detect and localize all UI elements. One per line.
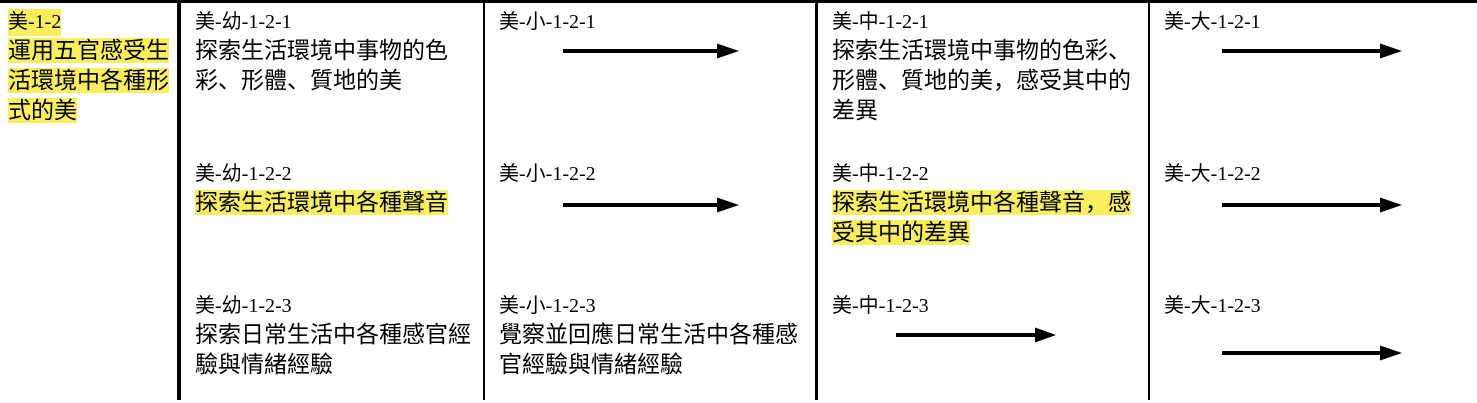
- cell-r1c4: 美-中-1-2-1 探索生活環境中事物的色彩、形體、質地的美，感受其中的差異: [818, 3, 1148, 155]
- cell-code-r2c2: 美-幼-1-2-2: [195, 163, 292, 185]
- column-preschool: 美-幼-1-2-1 探索生活環境中事物的色彩、形體、質地的美 美-幼-1-2-2…: [181, 3, 485, 400]
- cell-code-r2c5: 美-大-1-2-2: [1164, 163, 1261, 185]
- right-arrow-icon: [563, 197, 739, 213]
- cell-r2c4: 美-中-1-2-2 探索生活環境中各種聲音，感受其中的差異: [818, 155, 1148, 287]
- cell-r1c2: 美-幼-1-2-1 探索生活環境中事物的色彩、形體、質地的美: [181, 3, 483, 155]
- cell-code-r3c5: 美-大-1-2-3: [1164, 295, 1261, 317]
- cell-code-r3c2: 美-幼-1-2-3: [195, 295, 292, 317]
- cell-code-text-r1c1: 美-1-2: [8, 9, 62, 36]
- cell-r1c1: 美-1-2 運用五官感受生活環境中各種形式的美: [0, 3, 177, 155]
- cell-desc-text-r1c1: 運用五官感受生活環境中各種形式的美: [8, 38, 169, 123]
- right-arrow-icon: [1222, 197, 1402, 213]
- cell-r2c2: 美-幼-1-2-2 探索生活環境中各種聲音: [181, 155, 483, 287]
- cell-code-r3c4: 美-中-1-2-3: [832, 295, 929, 317]
- cell-code-r1c5: 美-大-1-2-1: [1164, 11, 1261, 33]
- cell-desc-text-r2c4: 探索生活環境中各種聲音，感受其中的差異: [832, 190, 1131, 245]
- column-elementary: 美-小-1-2-1 美-小-1-2-2 美-小-1-2-3 覺察並回應日常生活中…: [485, 3, 818, 400]
- cell-r3c5: 美-大-1-2-3: [1150, 287, 1477, 403]
- right-arrow-icon: [1222, 345, 1402, 361]
- column-senior-high: 美-大-1-2-1 美-大-1-2-2 美-大-1-2-3: [1150, 3, 1477, 400]
- column-core-indicator: 美-1-2 運用五官感受生活環境中各種形式的美: [0, 3, 181, 400]
- cell-code-r2c3: 美-小-1-2-2: [499, 163, 596, 185]
- cell-code-r1c3: 美-小-1-2-1: [499, 11, 596, 33]
- cell-code-r1c4: 美-中-1-2-1: [832, 11, 929, 33]
- cell-r3c2: 美-幼-1-2-3 探索日常生活中各種感官經驗與情緒經驗: [181, 287, 483, 403]
- cell-code-r1c1: 美-1-2: [8, 9, 173, 36]
- right-arrow-icon: [896, 327, 1056, 343]
- cell-r3c3: 美-小-1-2-3 覺察並回應日常生活中各種感官經驗與情緒經驗: [485, 287, 815, 403]
- right-arrow-icon: [1222, 43, 1402, 59]
- cell-r3c1: [0, 287, 177, 403]
- cell-r1c3: 美-小-1-2-1: [485, 3, 815, 155]
- cell-r2c1: [0, 155, 177, 287]
- cell-desc-r3c3: 覺察並回應日常生活中各種感官經驗與情緒經驗: [499, 322, 798, 377]
- cell-r2c5: 美-大-1-2-2: [1150, 155, 1477, 287]
- cell-r2c3: 美-小-1-2-2: [485, 155, 815, 287]
- cell-desc-r2c4: 探索生活環境中各種聲音，感受其中的差異: [832, 188, 1138, 248]
- cell-desc-r1c4: 探索生活環境中事物的色彩、形體、質地的美，感受其中的差異: [832, 38, 1131, 123]
- column-junior-high: 美-中-1-2-1 探索生活環境中事物的色彩、形體、質地的美，感受其中的差異 美…: [818, 3, 1150, 400]
- cell-desc-text-r2c2: 探索生活環境中各種聲音: [195, 190, 448, 215]
- cell-desc-r1c2: 探索生活環境中事物的色彩、形體、質地的美: [195, 38, 448, 93]
- cell-r1c5: 美-大-1-2-1: [1150, 3, 1477, 155]
- right-arrow-icon: [563, 43, 739, 59]
- cell-desc-r1c1: 運用五官感受生活環境中各種形式的美: [8, 36, 173, 126]
- cell-desc-r2c2: 探索生活環境中各種聲音: [195, 188, 473, 218]
- cell-code-r3c3: 美-小-1-2-3: [499, 295, 596, 317]
- cell-code-r2c4: 美-中-1-2-2: [832, 163, 929, 185]
- cell-code-r1c2: 美-幼-1-2-1: [195, 11, 292, 33]
- cell-desc-r3c2: 探索日常生活中各種感官經驗與情緒經驗: [195, 322, 471, 377]
- cell-r3c4: 美-中-1-2-3: [818, 287, 1148, 403]
